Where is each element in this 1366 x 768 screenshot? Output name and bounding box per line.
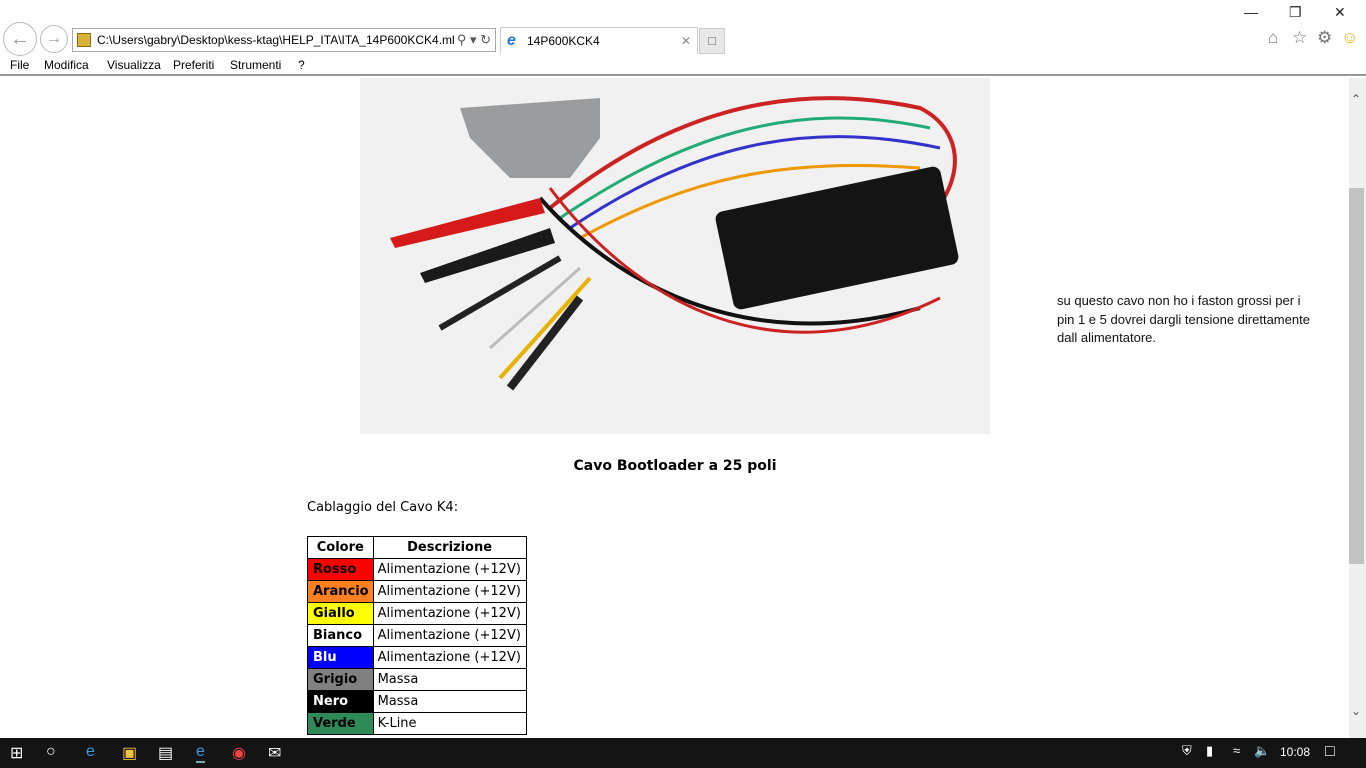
restore-button[interactable]: ❐ (1289, 4, 1302, 20)
forward-button[interactable]: → (40, 25, 68, 53)
gear-icon[interactable]: ⚙ (1317, 28, 1333, 47)
menu-bar: File Modifica Visualizza Preferiti Strum… (0, 56, 1366, 76)
back-button[interactable]: ← (3, 22, 37, 56)
smiley-feedback-icon[interactable]: ☺ (1341, 28, 1359, 47)
scroll-down-arrow[interactable]: ⌄ (1351, 704, 1362, 718)
file-explorer-icon[interactable]: ▣ (122, 745, 138, 762)
color-cell: Nero (307, 690, 374, 713)
scrollbar-thumb[interactable] (1349, 188, 1364, 564)
wifi-icon[interactable]: ≈ (1233, 743, 1241, 758)
chrome-icon[interactable]: ◉ (232, 745, 246, 762)
taskbar: ⊞ ○ e ▣ ▤ e ◉ ✉ ⛨ ▮ ≈ 🔈 10:08 □ (0, 738, 1366, 768)
tab-title: 14P600KCK4 (527, 34, 600, 48)
menu-modifica[interactable]: Modifica (44, 58, 89, 72)
description-cell: Alimentazione (+12V) (372, 646, 527, 669)
page-content: su questo cavo non ho i faston grossi pe… (0, 78, 1349, 738)
action-center-icon[interactable]: □ (1325, 743, 1335, 760)
menu-preferiti[interactable]: Preferiti (173, 58, 215, 72)
description-cell: Alimentazione (+12V) (372, 580, 527, 603)
close-window-button[interactable]: ✕ (1334, 4, 1346, 20)
color-cell: Verde (307, 712, 374, 735)
menu-file[interactable]: File (10, 58, 30, 72)
header-descrizione: Descrizione (372, 536, 527, 559)
home-icon[interactable]: ⌂ (1268, 28, 1279, 47)
color-cell: Grigio (307, 668, 374, 691)
color-cell: Bianco (307, 624, 374, 647)
color-cell: Giallo (307, 602, 374, 625)
cable-photo (360, 78, 990, 434)
page-icon (77, 33, 91, 47)
close-tab-icon[interactable]: ✕ (680, 34, 691, 48)
color-cell: Blu (307, 646, 374, 669)
color-cell: Arancio (307, 580, 374, 603)
edge-icon[interactable]: e (86, 743, 95, 760)
menu-visualizza[interactable]: Visualizza (107, 58, 161, 72)
cortana-icon[interactable]: ○ (46, 743, 56, 760)
tab-active[interactable]: e 14P600KCK4 ✕ (500, 27, 698, 54)
menu-help[interactable]: ? (298, 58, 305, 72)
ie-taskbar-icon[interactable]: e (196, 743, 205, 763)
photo-caption: Cavo Bootloader a 25 poli (573, 458, 777, 474)
description-cell: Alimentazione (+12V) (372, 558, 527, 581)
clock[interactable]: 10:08 (1280, 745, 1311, 759)
header-colore: Colore (307, 536, 374, 559)
note-text: su questo cavo non ho i faston grossi pe… (1057, 293, 1310, 345)
wiring-intro: Cablaggio del Cavo K4: (307, 500, 459, 515)
description-cell: Alimentazione (+12V) (372, 624, 527, 647)
scroll-up-arrow[interactable]: ⌃ (1351, 92, 1362, 106)
new-tab-button[interactable]: □ (699, 28, 725, 54)
description-cell: Massa (372, 690, 527, 713)
volume-icon[interactable]: 🔈 (1254, 743, 1271, 758)
description-cell: Alimentazione (+12V) (372, 602, 527, 625)
battery-icon[interactable]: ▮ (1206, 743, 1214, 758)
menu-strumenti[interactable]: Strumenti (230, 58, 282, 72)
search-refresh-icons[interactable]: ⚲ ▾ ↻ (456, 32, 491, 47)
favorites-star-icon[interactable]: ☆ (1292, 28, 1308, 47)
color-cell: Rosso (307, 558, 374, 581)
ie-icon: e (507, 32, 516, 49)
security-shield-icon[interactable]: ⛨ (1182, 743, 1192, 758)
windows-start-icon[interactable]: ⊞ (10, 745, 24, 762)
browser-titlebar: ← → C:\Users\gabry\Desktop\kess-ktag\HEL… (0, 0, 1366, 56)
description-cell: Massa (372, 668, 527, 691)
address-text: C:\Users\gabry\Desktop\kess-ktag\HELP_IT… (97, 33, 455, 47)
store-icon[interactable]: ▤ (158, 745, 174, 762)
mail-icon[interactable]: ✉ (268, 745, 282, 762)
minimize-button[interactable]: — (1244, 4, 1258, 20)
address-bar[interactable]: C:\Users\gabry\Desktop\kess-ktag\HELP_IT… (72, 28, 496, 52)
description-cell: K-Line (372, 712, 527, 735)
